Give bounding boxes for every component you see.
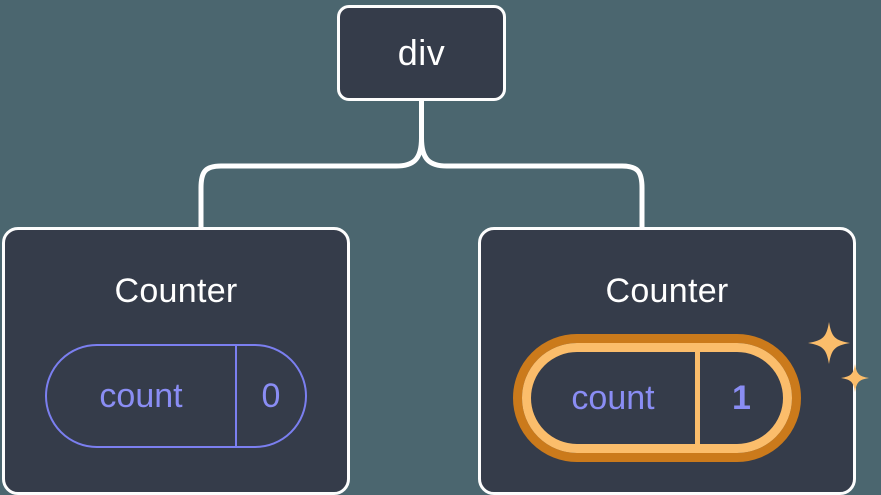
component-title: Counter <box>605 272 729 310</box>
node-counter-left[interactable]: Counter count 0 <box>2 227 350 495</box>
state-key-label: count <box>99 377 183 415</box>
state-key-label: count <box>571 379 655 417</box>
state-value-label: 0 <box>235 346 305 446</box>
state-pill-wrapper: count 0 <box>45 344 307 448</box>
component-title: Counter <box>114 272 238 310</box>
node-root-div[interactable]: div <box>337 5 506 101</box>
node-counter-right[interactable]: Counter count 1 <box>478 227 869 495</box>
state-pill-highlight-ring[interactable]: count 1 <box>513 334 801 462</box>
sparkle-group <box>808 322 869 392</box>
state-pill-count[interactable]: count 0 <box>45 344 307 448</box>
sparkle-large-icon <box>808 322 850 364</box>
sparkle-small-icon <box>841 364 869 392</box>
state-pill-count[interactable]: count 1 <box>522 343 792 453</box>
state-pill-wrapper-highlighted: count 1 <box>513 334 801 462</box>
root-tag-label: div <box>397 32 446 73</box>
state-value-label: 1 <box>695 352 783 444</box>
